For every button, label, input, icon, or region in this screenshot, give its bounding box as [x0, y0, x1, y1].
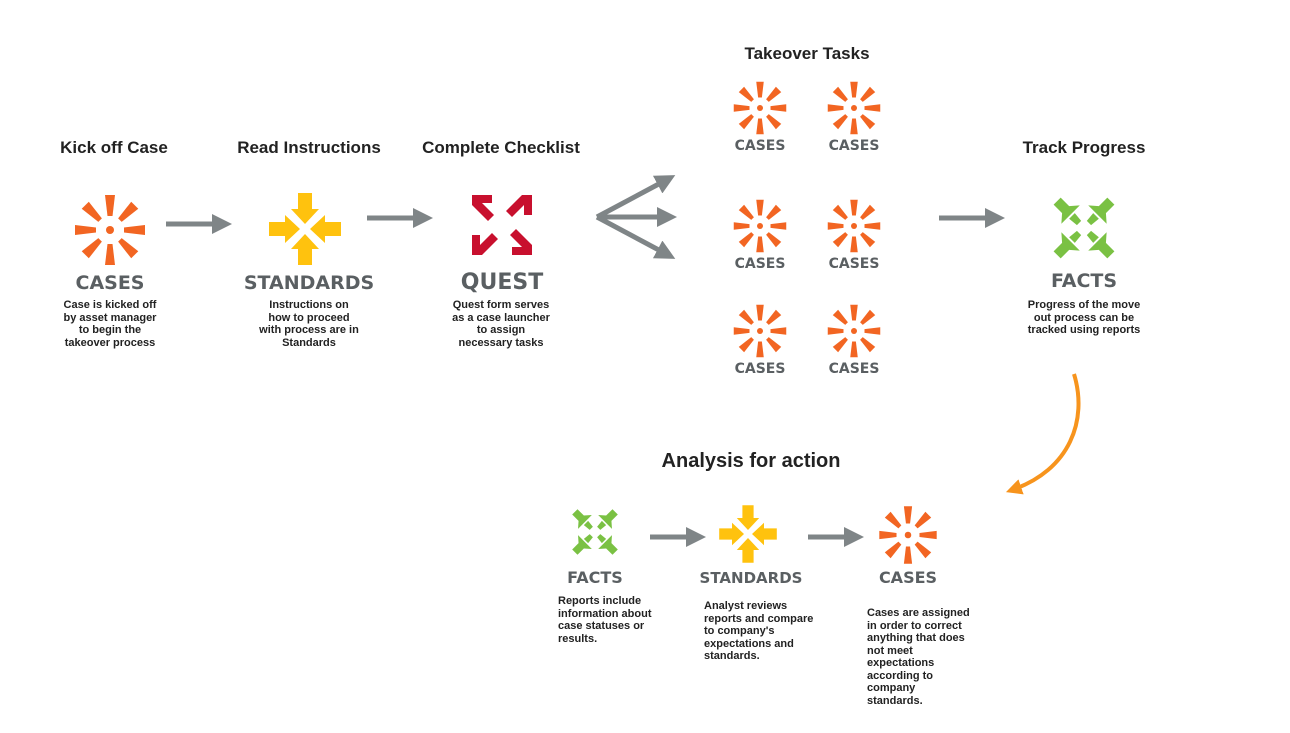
cases-logo-icon [733, 304, 787, 358]
desc-read: Instructions on how to proceed with proc… [239, 299, 379, 349]
checklist-quest-logo: QUEST [461, 195, 543, 295]
heading-track-progress: Track Progress [1022, 138, 1146, 157]
takeover-cases-4: CASES [827, 199, 881, 272]
takeover-cases-1: CASES [733, 81, 787, 154]
heading-analysis-for-action: Analysis for action [661, 450, 841, 472]
desc-line: necessary tasks [458, 336, 544, 349]
cases-logo-text: CASES [735, 361, 786, 377]
cases-logo-text: CASES [829, 361, 880, 377]
analysis-cases-logo: CASES [879, 506, 937, 587]
desc-line: expectations and [704, 637, 794, 650]
cases-logo-icon [827, 304, 881, 358]
cases-logo-icon [75, 195, 145, 265]
heading-read-instructions: Read Instructions [237, 138, 381, 157]
facts-logo-text: FACTS [1051, 270, 1117, 292]
desc-line: in order to correct [867, 619, 962, 632]
desc-line: Instructions on [269, 299, 349, 311]
desc-line: results. [558, 632, 598, 645]
read-standards-logo: STANDARDS [244, 193, 374, 294]
desc-line: to assign [476, 324, 526, 336]
takeover-cases-6: CASES [827, 304, 881, 377]
takeover-cases-2: CASES [827, 81, 881, 154]
desc-checklist: Quest form serves as a case launcher to … [431, 299, 571, 349]
cases-logo-icon [733, 81, 787, 135]
heading-takeover-tasks: Takeover Tasks [744, 44, 870, 63]
desc-line: out process can be [1033, 311, 1135, 324]
heading-kick-off-case: Kick off Case [60, 138, 168, 157]
standards-logo-text: STANDARDS [244, 272, 374, 294]
desc-line: information about [558, 607, 652, 620]
desc-line: Cases are assigned [867, 607, 970, 619]
standards-logo-icon [269, 193, 341, 265]
desc-analysis-cases: Cases are assigned in order to correct a… [867, 607, 997, 707]
heading-complete-checklist: Complete Checklist [422, 138, 580, 157]
desc-line: takeover process [64, 336, 156, 349]
desc-line: to company's [704, 625, 775, 637]
desc-line: Analyst reviews [704, 600, 788, 612]
desc-line: standards. [867, 694, 923, 707]
desc-line: Case is kicked off [63, 299, 157, 311]
desc-line: tracked using reports [1027, 324, 1141, 336]
desc-analysis-standards: Analyst reviews reports and compare to c… [704, 600, 834, 663]
analysis-standards-logo: STANDARDS [700, 505, 803, 587]
desc-line: Progress of the move [1027, 299, 1141, 311]
facts-logo-icon [567, 504, 623, 560]
desc-line: by asset manager [63, 311, 157, 324]
desc-line: how to proceed [268, 311, 350, 324]
desc-line: anything that does [867, 632, 965, 644]
cases-logo-text: CASES [735, 138, 786, 154]
desc-line: reports and compare [704, 612, 814, 625]
takeover-cases-3: CASES [733, 199, 787, 272]
facts-logo-text: FACTS [567, 568, 623, 587]
cases-logo-text: CASES [829, 256, 880, 272]
kickoff-cases-logo: CASES [75, 195, 145, 294]
takeover-cases-5: CASES [733, 304, 787, 377]
arrow-fan-to-takeover [595, 175, 677, 259]
desc-line: not meet [867, 644, 913, 657]
desc-line: company [867, 682, 916, 694]
desc-line: according to [867, 669, 934, 682]
arrow-track-to-analysis [1005, 373, 1081, 495]
cases-logo-icon [733, 199, 787, 253]
desc-track: Progress of the move out process can be … [1009, 299, 1159, 337]
track-facts-logo: FACTS [1047, 191, 1121, 292]
desc-line: standards. [704, 650, 760, 662]
desc-analysis-facts: Reports include information about case s… [558, 595, 678, 645]
cases-logo-text: CASES [829, 138, 880, 154]
desc-line: with process are in [259, 324, 359, 336]
analysis-facts-logo: FACTS [567, 504, 623, 587]
desc-line: to begin the [78, 324, 142, 336]
desc-line: case statuses or [558, 620, 645, 632]
desc-line: Quest form serves [452, 299, 550, 311]
facts-logo-icon [1047, 191, 1121, 265]
standards-logo-text: STANDARDS [700, 569, 803, 587]
cases-logo-text: CASES [735, 256, 786, 272]
desc-line: Reports include [558, 595, 642, 607]
cases-logo-text: CASES [879, 568, 937, 587]
desc-line: expectations [867, 657, 935, 669]
cases-logo-icon [879, 506, 937, 564]
standards-logo-icon [719, 505, 777, 563]
cases-logo-icon [827, 199, 881, 253]
desc-line: Standards [282, 336, 336, 349]
desc-kickoff: Case is kicked off by asset manager to b… [40, 299, 180, 349]
quest-logo-text: QUEST [461, 270, 543, 295]
cases-logo-text: CASES [76, 272, 145, 294]
cases-logo-icon [827, 81, 881, 135]
quest-logo-icon [472, 195, 532, 255]
desc-line: as a case launcher [452, 311, 550, 324]
